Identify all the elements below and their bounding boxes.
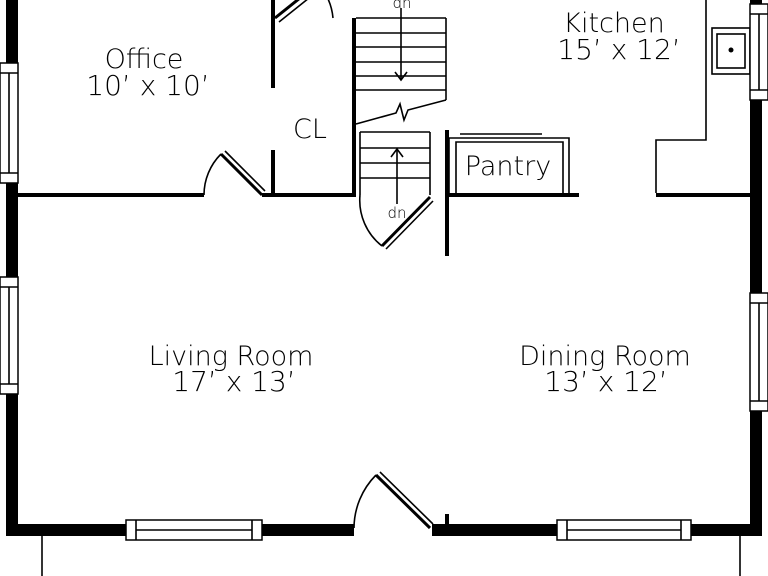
lower-stair-label: dn: [387, 204, 406, 222]
office-name: Office: [105, 44, 184, 75]
dining-front-window: [556, 519, 692, 541]
upper-stair-run: [356, 8, 447, 100]
pantry-cabinet: [448, 133, 570, 193]
closet-door[interactable]: [274, 0, 334, 23]
dining-room-name: Dining Room: [519, 341, 691, 372]
closet-name: CL: [293, 114, 327, 145]
pantry-outline: [448, 137, 570, 193]
labels: dn dn Office 10’ x 10’ Kitchen 15’ x 12’…: [86, 0, 691, 398]
living-side-window: [0, 276, 19, 395]
living-room-dims: 17’ x 13’: [172, 365, 295, 398]
pantry-name: Pantry: [465, 151, 551, 182]
stair-break-line: [355, 99, 447, 125]
stair-wall-left: [352, 18, 356, 197]
stairs: [355, 8, 447, 204]
closet-wall-lower: [271, 150, 275, 195]
kitchen-dining-wall: [656, 193, 750, 197]
porch-lines: [41, 536, 741, 576]
kitchen-dims: 15’ x 12’: [557, 33, 680, 66]
stair-door[interactable]: [358, 194, 434, 250]
upper-stair-label: dn: [392, 0, 411, 12]
kitchen-counter: [655, 0, 707, 193]
kitchen-name: Kitchen: [563, 8, 664, 39]
office-dims: 10’ x 10’: [86, 69, 209, 102]
up-arrow-icon: [390, 147, 404, 158]
living-front-window: [125, 519, 263, 541]
down-arrow-icon: [394, 71, 408, 82]
office-living-wall-left: [18, 193, 204, 197]
windows: [0, 3, 768, 541]
dining-side-window: [749, 292, 768, 412]
dining-room-dims: 13’ x 12’: [544, 365, 667, 398]
doors: [203, 0, 434, 530]
lower-stair-run: [359, 131, 431, 204]
living-room-name: Living Room: [149, 341, 314, 372]
kitchen-window: [749, 3, 768, 101]
office-door[interactable]: [203, 150, 266, 197]
office-living-wall-right: [262, 193, 356, 197]
interior-walls: [18, 0, 750, 526]
living-dining-stub: [445, 514, 449, 526]
pantry-bottom-wall: [445, 193, 579, 197]
closet-wall-upper: [271, 0, 275, 88]
office-window: [0, 62, 19, 184]
front-door[interactable]: [353, 471, 434, 530]
kitchen-counter-outline: [655, 0, 707, 193]
